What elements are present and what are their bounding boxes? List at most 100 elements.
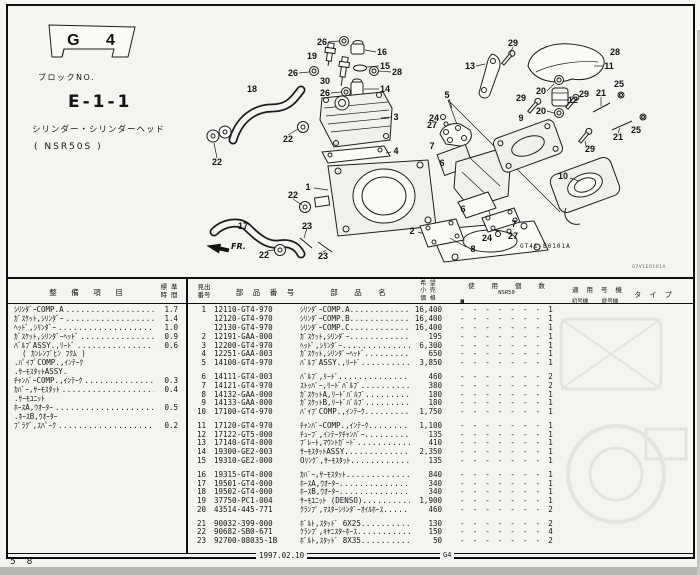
- tube-12-shape: [546, 75, 569, 118]
- parts-table: 整 備 項 目 標 準 時 間 見出 番号 部 品 番 号 部 品 名 希 望 …: [6, 277, 694, 554]
- service-row: .ｻｰﾓﾕﾆｯﾄ: [14, 393, 45, 403]
- service-row: ﾁｬﾝﾊﾞｰCOMP.,ｲﾝﾃｰｸ.......................…: [14, 376, 178, 386]
- parts-row: 1419300-GE2-003ｻｰﾓｽﾀｯﾄASSY..............…: [196, 447, 553, 457]
- header-usage-label: 使 用 個 数: [468, 282, 545, 290]
- service-row: ﾎｰｽA,ｳｵｰﾀｰ..............................…: [14, 402, 178, 412]
- callout-24: 24: [482, 233, 492, 243]
- parts-row: 12130-GT4-970ｼﾘﾝﾀﾞｰCOMP.C...............…: [214, 322, 553, 332]
- header-retail-price: 希 望 小 売 価 格: [408, 280, 448, 302]
- usage-model-letter: N: [460, 297, 465, 306]
- callout-15: 15: [380, 61, 390, 71]
- exploded-parts-diagram: 1822222217232223123426161915262830142629…: [206, 36, 647, 263]
- header-price-line1: 希 望: [420, 280, 436, 287]
- callout-4: 4: [393, 146, 398, 156]
- usage-model-letter: R: [460, 297, 465, 306]
- block-tag-label: G 4: [67, 32, 117, 49]
- header-part-no: 部 品 番 号: [235, 288, 295, 297]
- parts-row: 1819502-GT4-000ﾎｰｽB,ｳｵｰﾀｰ...............…: [196, 487, 553, 497]
- callout-26: 26: [317, 37, 327, 47]
- scan-edge-bottom: [0, 567, 700, 575]
- usage-model-letter: K: [460, 297, 465, 306]
- callout-1: 1: [305, 182, 310, 192]
- stud-21-shapes: [592, 97, 633, 134]
- block-no-label: ブロックNO.: [38, 73, 95, 82]
- cap-16-shape: [350, 40, 377, 55]
- issue-date: 1997.02.10: [256, 551, 308, 560]
- callout-19: 19: [307, 51, 317, 61]
- header-applicable-serial: 適 用 号 機 初号機 終号機: [562, 284, 632, 305]
- callout-3: 3: [393, 112, 398, 122]
- cylinder-head-3-shape: [319, 91, 393, 148]
- callout-30: 30: [320, 76, 330, 86]
- callout-8: 8: [470, 244, 475, 254]
- parts-row: 112110-GT4-970ｼﾘﾝﾀﾞｰCOMP.A..............…: [201, 305, 553, 314]
- callout-23: 23: [318, 251, 328, 261]
- callout-21: 21: [613, 132, 623, 142]
- header-service-item: 整 備 項 目: [49, 288, 123, 297]
- callout-25: 25: [614, 79, 624, 89]
- model-label: ( NSR50S ): [34, 142, 103, 152]
- service-row: ｶﾊﾞｰ,ｻｰﾓｽﾀｯﾄ............................…: [14, 385, 178, 395]
- usage-model-letter: P: [460, 297, 465, 306]
- hose-18-shape: [228, 85, 306, 145]
- callout-14: 14: [380, 84, 390, 94]
- fr-arrow: [206, 243, 230, 254]
- callout-13: 13: [465, 61, 475, 71]
- callout-27: 27: [427, 120, 437, 130]
- callout-12: 12: [568, 95, 578, 105]
- service-row: .ｻｰﾓｽﾀｯﾄASSY.: [14, 367, 68, 377]
- service-row: ﾍｯﾄﾞ,ｼﾘﾝﾀﾞｰ.............................…: [14, 322, 178, 332]
- header-underline: [6, 303, 694, 304]
- header-std-line2: 時 間: [160, 291, 178, 299]
- callout-28: 28: [610, 47, 620, 57]
- header-first-serial: 初号機: [571, 299, 589, 305]
- callout-22: 22: [288, 190, 298, 200]
- service-row: ｶﾞｽｹｯﾄ,ｼﾘﾝﾀﾞｰ...........................…: [14, 313, 178, 323]
- service-row: ﾊﾞﾙﾌﾞASSY.,ﾘｰﾄﾞ.........................…: [14, 340, 178, 350]
- hose-17-shape: [209, 218, 306, 259]
- callout-10: 10: [558, 171, 568, 181]
- stud-23-shapes: [299, 227, 333, 253]
- callout-17: 17: [238, 221, 248, 231]
- section-title: シリンダー・シリンダーヘッド: [32, 125, 166, 135]
- parts-row: 614111-GT4-003ﾊﾞﾙﾌﾞ,ﾘｰﾄﾞ................…: [201, 371, 553, 381]
- callout-18: 18: [247, 84, 257, 94]
- callout-7: 7: [511, 219, 516, 229]
- callout-26: 26: [320, 88, 330, 98]
- callout-20: 20: [536, 86, 546, 96]
- callout-25: 25: [631, 125, 641, 135]
- service-row: ｼﾘﾝﾀﾞｰCOMP.A............................…: [14, 305, 178, 314]
- callout-29: 29: [585, 144, 595, 154]
- clamp-22-shapes: [206, 121, 311, 256]
- fr-direction-label: FR.: [231, 242, 246, 251]
- callout-27: 27: [508, 231, 518, 241]
- callout-16: 16: [377, 47, 387, 57]
- header-part-name: 部 品 名: [330, 288, 386, 297]
- header-apply-label: 適 用 号 機: [572, 286, 622, 294]
- usage-model-letter: L: [460, 297, 465, 306]
- callout-23: 23: [302, 221, 312, 231]
- table-divider: [186, 279, 188, 553]
- header-apply-sub: 初号機 終号機: [562, 297, 632, 305]
- callout-22: 22: [259, 250, 269, 260]
- callout-24: 24: [429, 113, 439, 123]
- callout-29: 29: [516, 93, 526, 103]
- callout-2: 2: [409, 226, 414, 236]
- usage-model-letter: S: [460, 297, 465, 306]
- header-usage-model: NSR50: [498, 290, 515, 296]
- callout-5: 5: [444, 90, 449, 100]
- service-table-rows: ｼﾘﾝﾀﾞｰCOMP.A............................…: [6, 305, 186, 430]
- parts-row: 514100-GT4-970ﾊﾞﾙﾌﾞASSY.,ﾘｰﾄﾞ...........…: [201, 358, 553, 368]
- block-tag-banner: G 4: [48, 24, 136, 58]
- callout-22: 22: [283, 134, 293, 144]
- page-number: 5 8: [10, 557, 37, 567]
